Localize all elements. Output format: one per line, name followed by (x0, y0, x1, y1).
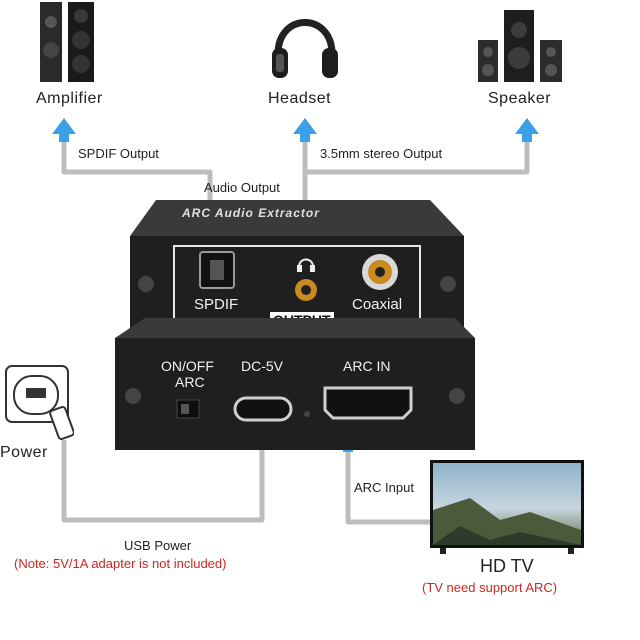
amplifier-arrow-icon (52, 118, 76, 142)
usb-power-line (61, 425, 265, 523)
stereo-output-label: 3.5mm stereo Output (320, 146, 443, 161)
amplifier-icon (40, 2, 94, 82)
tv-label: HD TV (480, 556, 534, 576)
power-adapter-icon (5, 365, 74, 440)
speaker-icon (478, 10, 562, 82)
tv-icon (430, 460, 584, 554)
input-unit-body (115, 318, 475, 450)
arc-input-line (345, 445, 430, 525)
arc-in-label: ARC IN (343, 358, 391, 374)
speaker-line (305, 135, 530, 175)
arc-input-label: ARC Input (354, 480, 414, 495)
headphone-jack-icon (297, 258, 315, 272)
speaker-arrow-icon (515, 118, 539, 142)
usb-power-label: USB Power (124, 538, 192, 553)
audio-output-label: Audio Output (204, 180, 280, 195)
brand-text: ARC Audio Extractor (182, 206, 320, 220)
headset-icon (272, 19, 338, 78)
headset-arrow-icon (293, 118, 317, 142)
adapter-note: (Note: 5V/1A adapter is not included) (14, 556, 227, 571)
speaker-label: Speaker (488, 90, 552, 107)
onoff-label: ON/OFF (161, 358, 214, 374)
power-label: Power (0, 444, 48, 461)
extractor-input-unit: ON/OFF ARC DC-5V ARC IN (115, 318, 475, 450)
arc-switch-label: ARC (175, 374, 205, 390)
extractor-output-unit: ARC Audio Extractor SPDIF Coaxial OUTPUT (130, 200, 464, 330)
spdif-port-label: SPDIF (194, 296, 239, 313)
amplifier-label: Amplifier (36, 90, 103, 107)
coaxial-port-label: Coaxial (352, 296, 403, 313)
dc-label: DC-5V (241, 358, 284, 374)
spdif-output-label: SPDIF Output (78, 146, 159, 161)
tv-note: (TV need support ARC) (422, 580, 558, 595)
headset-label: Headset (268, 90, 332, 107)
